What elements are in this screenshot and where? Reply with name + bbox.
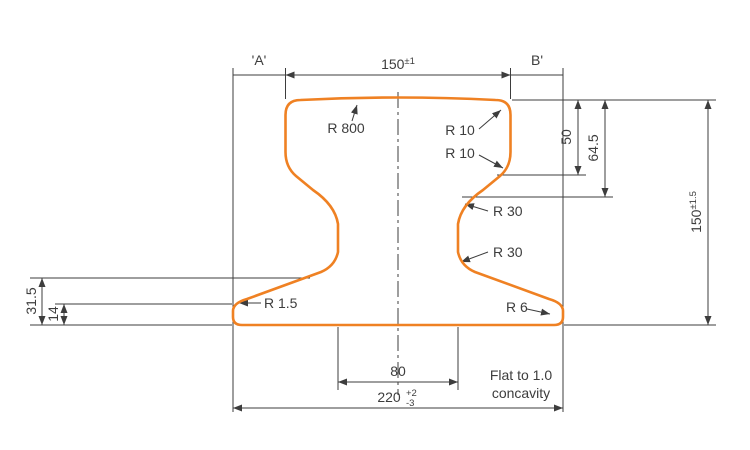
radius-head-crown: R 800 [327, 120, 365, 136]
radius-foot-top-fillet: R 6 [506, 299, 528, 315]
dim-web-width: 80 [390, 363, 406, 379]
dim-head-depth: 64.5 [585, 134, 601, 161]
leader-r30-top [464, 203, 489, 212]
dim-head-width-tol: ±1 [404, 56, 415, 67]
dim-total-height-value: 150 [688, 209, 704, 233]
leader-r10-side [478, 154, 504, 169]
leader-r6 [526, 308, 551, 316]
dim-foot-width-value: 220 [377, 389, 401, 405]
dim-foot-width-tol-plus: +2 [406, 388, 417, 399]
radius-web-top-fillet: R 30 [493, 203, 523, 219]
dim-foot-edge-height: 31.5 [23, 287, 39, 314]
radius-web-bottom-fillet: R 30 [493, 244, 523, 260]
dim-head-side-depth: 50 [558, 129, 574, 145]
label-a: 'A' [252, 52, 267, 68]
dim-total-height-tol: ±1.5 [688, 191, 699, 209]
radius-head-corner-top: R 10 [445, 122, 475, 138]
note-flat-concavity-line2: concavity [492, 385, 550, 401]
leader-r800 [350, 104, 358, 122]
radius-foot-edge-fillet: R 1.5 [264, 295, 298, 311]
leader-r10-top [478, 109, 502, 130]
rail-profile-outline [231, 96, 565, 327]
dim-total-height: 150±1.5 [688, 191, 704, 233]
label-b: B' [531, 52, 543, 68]
drawing-labels: 'A' B' 150±1 R 800 R 10 R 10 R 30 R 30 R… [23, 52, 704, 409]
dim-head-width: 150±1 [381, 56, 415, 72]
dim-foot-edge-thickness: 14 [45, 306, 61, 322]
dim-head-width-value: 150 [381, 56, 405, 72]
dim-foot-width-tol-minus: -3 [406, 398, 414, 409]
leader-r30-bottom [460, 251, 489, 263]
note-flat-concavity-line1: Flat to 1.0 [490, 367, 552, 383]
dimension-geometry [30, 68, 716, 412]
radius-head-corner-side: R 10 [445, 145, 475, 161]
